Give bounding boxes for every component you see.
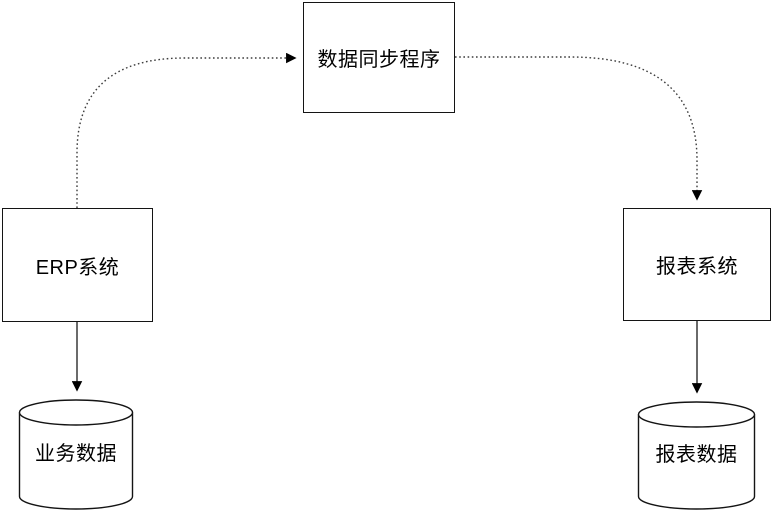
node-sync-program: 数据同步程序 [303,2,455,113]
node-report-system-label: 报表系统 [656,256,738,278]
node-report-data-label: 报表数据 [655,443,738,466]
report-data-cylinder-icon [637,401,756,510]
node-report-system: 报表系统 [623,208,771,321]
business-data-cylinder-icon [18,399,134,510]
node-sync-program-label: 数据同步程序 [317,49,441,71]
node-report-data: 报表数据 [638,439,755,466]
node-business-data-label: 业务数据 [35,442,117,465]
node-erp-system-label: ERP系统 [35,256,120,279]
edge-sync-to-report [455,56,703,201]
node-business-data: 业务数据 [19,438,133,465]
edge-erp-to-sync [76,52,297,208]
node-erp-system: ERP系统 [2,208,153,322]
